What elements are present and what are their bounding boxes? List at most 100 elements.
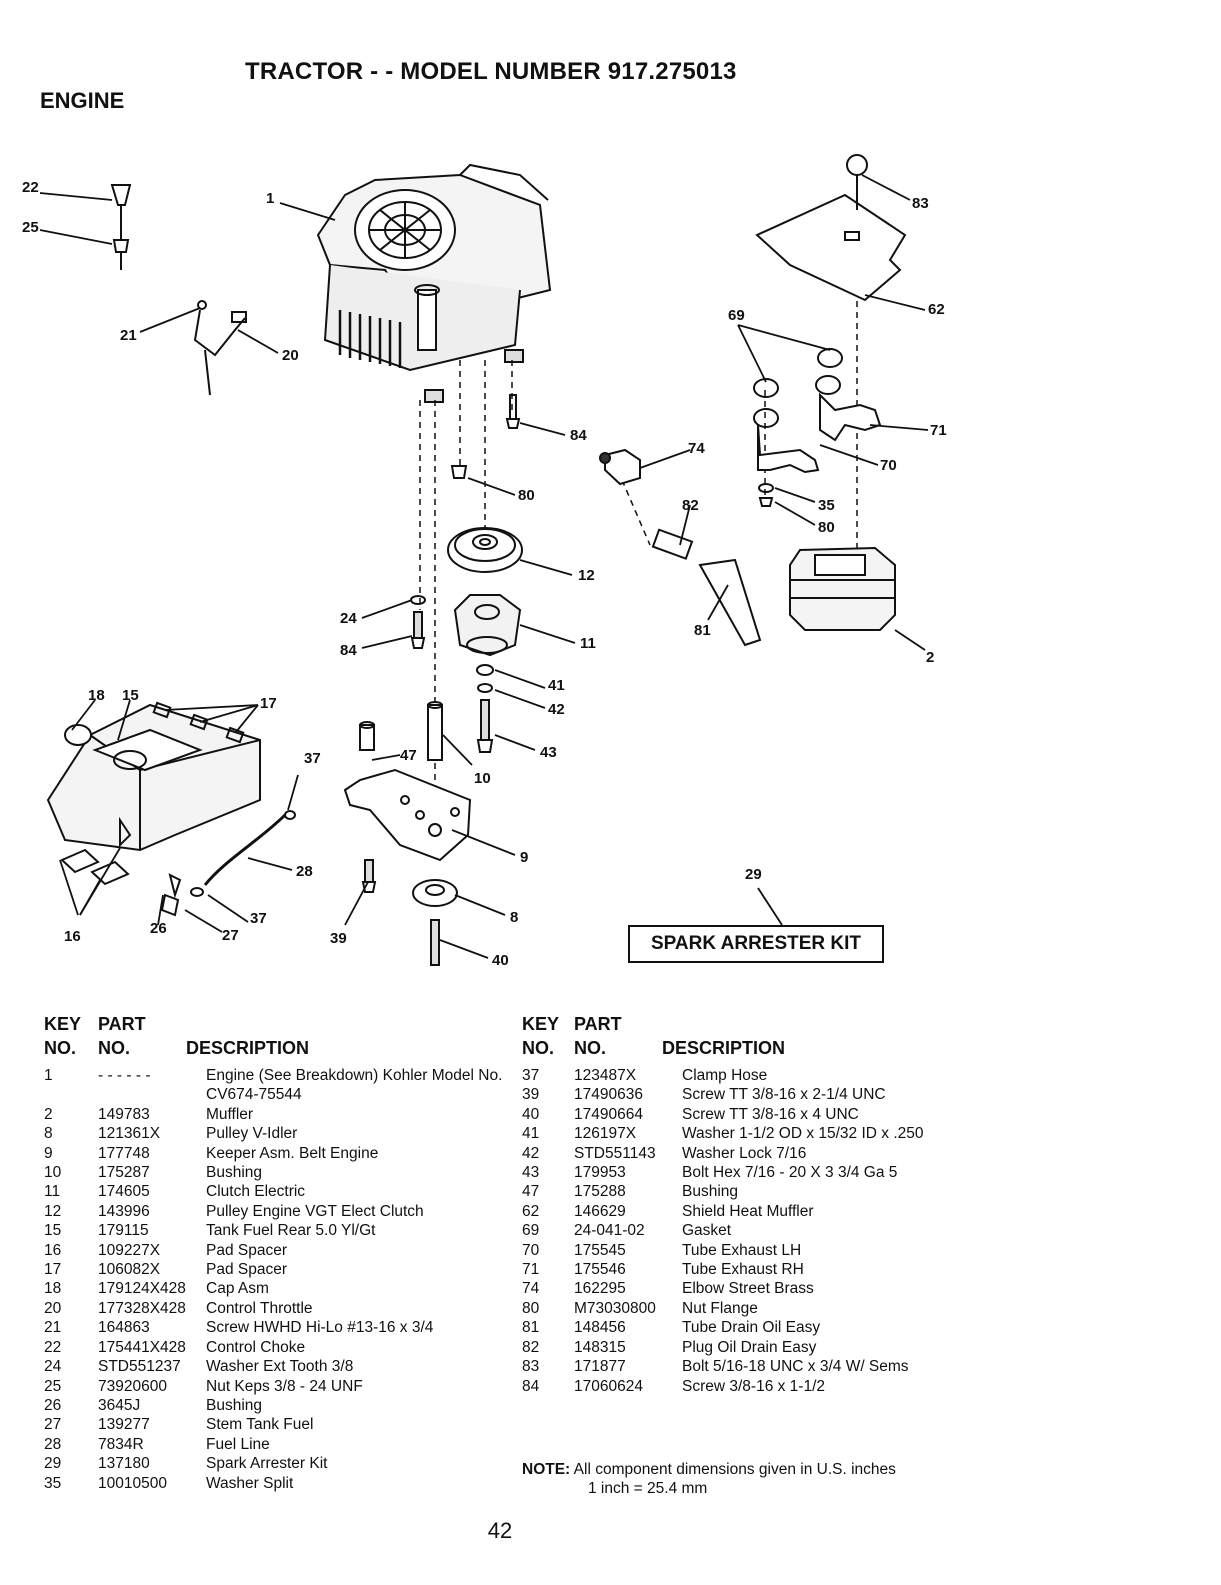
part-description: Muffler bbox=[206, 1105, 254, 1123]
part-description: Shield Heat Muffler bbox=[682, 1202, 814, 1220]
part-number: 24-041-02 bbox=[574, 1222, 645, 1240]
key-number: 47 bbox=[522, 1183, 540, 1201]
key-number: 24 bbox=[44, 1358, 62, 1376]
fuel-tank-illustration bbox=[46, 701, 261, 917]
exhaust-tubes-illustration bbox=[753, 348, 882, 507]
part-number: 149783 bbox=[98, 1105, 150, 1123]
callout-20: 20 bbox=[282, 347, 299, 364]
part-number: 179115 bbox=[98, 1222, 149, 1240]
part-number: - - - - - - bbox=[98, 1067, 151, 1084]
callout-74: 74 bbox=[688, 440, 705, 457]
part-number: 146629 bbox=[574, 1202, 626, 1220]
key-number: 83 bbox=[522, 1358, 540, 1376]
callout-22: 22 bbox=[22, 179, 39, 196]
callout-80b: 80 bbox=[818, 519, 835, 536]
part-description: Nut Flange bbox=[682, 1299, 758, 1317]
key-number: 84 bbox=[522, 1377, 540, 1395]
part-number: 121361X bbox=[98, 1125, 161, 1143]
header-key: KEY bbox=[44, 1014, 82, 1034]
callout-42: 42 bbox=[548, 701, 565, 718]
part-description: Nut Keps 3/8 - 24 UNF bbox=[206, 1377, 363, 1395]
bushing-illustration bbox=[359, 701, 443, 761]
part-number: 17060624 bbox=[574, 1377, 643, 1395]
callout-2: 2 bbox=[926, 649, 934, 666]
callout-83: 83 bbox=[912, 195, 929, 212]
callout-25: 25 bbox=[22, 219, 39, 236]
key-number: 1 bbox=[44, 1067, 53, 1084]
callout-17: 17 bbox=[260, 695, 277, 712]
callout-9: 9 bbox=[520, 849, 528, 866]
callout-16: 16 bbox=[64, 928, 81, 945]
pulley-illustration bbox=[447, 527, 523, 573]
part-description: Keeper Asm. Belt Engine bbox=[206, 1144, 379, 1162]
callout-81: 81 bbox=[694, 622, 711, 639]
part-number: 17490664 bbox=[574, 1105, 643, 1123]
part-description: Pad Spacer bbox=[206, 1241, 287, 1259]
callout-40: 40 bbox=[492, 952, 509, 969]
part-description: Tank Fuel Rear 5.0 Yl/Gt bbox=[206, 1222, 376, 1240]
part-description: Washer Lock 7/16 bbox=[682, 1144, 807, 1162]
part-number: 10010500 bbox=[98, 1474, 167, 1492]
key-number: 27 bbox=[44, 1416, 62, 1434]
callout-26: 26 bbox=[150, 920, 167, 937]
key-number: 62 bbox=[522, 1202, 540, 1220]
part-number: 175545 bbox=[574, 1241, 626, 1259]
part-description: Bolt 5/16-18 UNC x 3/4 W/ Sems bbox=[682, 1358, 909, 1376]
key-number: 22 bbox=[44, 1338, 62, 1356]
part-description: Plug Oil Drain Easy bbox=[682, 1338, 817, 1356]
part-number: 175546 bbox=[574, 1261, 626, 1279]
part-description: Tube Exhaust LH bbox=[682, 1241, 802, 1259]
spark-arrester-kit-box: SPARK ARRESTER KIT bbox=[628, 925, 884, 963]
heat-shield-illustration bbox=[755, 154, 907, 302]
throttle-control-illustration bbox=[193, 300, 247, 396]
part-number: 171877 bbox=[574, 1358, 626, 1376]
part-number: 126197X bbox=[574, 1125, 637, 1143]
part-description: Tube Exhaust RH bbox=[682, 1261, 804, 1279]
bolt-stack-illustration bbox=[476, 664, 494, 753]
callout-29: 29 bbox=[745, 866, 762, 883]
part-description: Clutch Electric bbox=[206, 1183, 306, 1201]
part-number: 177748 bbox=[98, 1144, 150, 1162]
part-description: Gasket bbox=[682, 1222, 732, 1240]
key-number: 80 bbox=[522, 1299, 540, 1317]
part-description: Fuel Line bbox=[206, 1435, 270, 1453]
part-number: 148456 bbox=[574, 1319, 626, 1337]
fuel-line-illustration bbox=[190, 810, 296, 897]
parts-table-row: 1- - - - - -Engine (See Breakdown) Kohle… bbox=[44, 1066, 506, 1105]
idler-pulley-illustration bbox=[412, 879, 458, 966]
parts-list-header: KEY NO. PART NO. DESCRIPTION bbox=[44, 1014, 506, 1060]
part-number: 109227X bbox=[98, 1241, 161, 1259]
page-title: TRACTOR - - MODEL NUMBER 917.275013 bbox=[245, 58, 737, 85]
callout-71: 71 bbox=[930, 422, 947, 439]
part-number: 164863 bbox=[98, 1319, 150, 1337]
callout-18: 18 bbox=[88, 687, 105, 704]
header-description: DESCRIPTION bbox=[662, 1038, 786, 1058]
callout-27: 27 bbox=[222, 927, 239, 944]
callout-37b: 37 bbox=[250, 910, 267, 927]
part-description: Spark Arrester Kit bbox=[206, 1455, 328, 1473]
callout-10: 10 bbox=[474, 770, 491, 787]
part-description: Washer Ext Tooth 3/8 bbox=[206, 1358, 354, 1376]
parts-table-row: 62 146629 Shield Heat Muffler bbox=[522, 1202, 962, 1221]
note-conversion: 1 inch = 25.4 mm bbox=[588, 1480, 708, 1497]
key-number: 11 bbox=[44, 1183, 61, 1201]
callout-12: 12 bbox=[578, 567, 595, 584]
header-key: KEY bbox=[522, 1014, 560, 1034]
oil-drain-illustration bbox=[599, 448, 762, 647]
key-number: 28 bbox=[44, 1435, 62, 1453]
belt-keeper-illustration bbox=[343, 768, 472, 862]
key-number: 15 bbox=[44, 1222, 62, 1240]
